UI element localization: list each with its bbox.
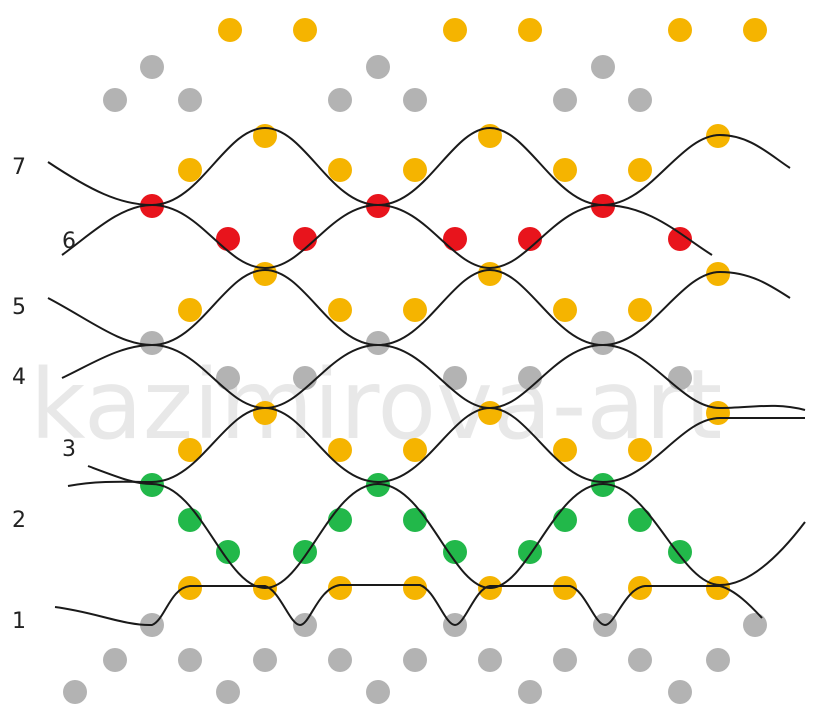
yellow-bead	[478, 124, 502, 148]
yellow-bead	[478, 262, 502, 286]
gray-bead	[366, 55, 390, 79]
yellow-bead	[478, 401, 502, 425]
yellow-bead	[706, 576, 730, 600]
yellow-bead	[218, 18, 242, 42]
gray-bead	[216, 680, 240, 704]
gray-bead	[293, 366, 317, 390]
red-bead	[216, 227, 240, 251]
thread-row-1	[54, 584, 763, 627]
yellow-bead	[403, 438, 427, 462]
yellow-bead	[628, 298, 652, 322]
gray-bead	[743, 613, 767, 637]
yellow-bead	[253, 262, 277, 286]
green-bead	[553, 508, 577, 532]
gray-bead	[628, 648, 652, 672]
yellow-bead	[403, 158, 427, 182]
gray-bead	[140, 55, 164, 79]
gray-bead	[216, 366, 240, 390]
yellow-bead	[328, 298, 352, 322]
yellow-bead	[743, 18, 767, 42]
yellow-bead	[553, 298, 577, 322]
gray-bead	[518, 680, 542, 704]
yellow-bead	[253, 401, 277, 425]
red-bead	[518, 227, 542, 251]
yellow-bead	[178, 576, 202, 600]
yellow-bead	[443, 18, 467, 42]
gray-bead	[591, 55, 615, 79]
gray-bead	[591, 331, 615, 355]
gray-bead	[178, 648, 202, 672]
thread-row-7	[47, 126, 791, 207]
row-label-2: 2	[12, 508, 26, 533]
gray-bead	[140, 331, 164, 355]
gray-bead	[293, 613, 317, 637]
thread-row-5	[47, 268, 791, 347]
thread-layer	[47, 126, 806, 627]
thread-row-3	[67, 406, 805, 487]
thread-row-6	[61, 203, 713, 270]
green-bead	[443, 540, 467, 564]
gray-bead	[706, 648, 730, 672]
yellow-bead	[553, 438, 577, 462]
gray-bead	[366, 680, 390, 704]
yellow-bead	[706, 262, 730, 286]
thread-row-4	[61, 343, 806, 411]
green-bead	[403, 508, 427, 532]
bead-layer	[63, 18, 767, 704]
gray-bead	[518, 366, 542, 390]
gray-bead	[63, 680, 87, 704]
gray-bead	[628, 88, 652, 112]
yellow-bead	[628, 158, 652, 182]
yellow-bead	[328, 576, 352, 600]
yellow-bead	[178, 298, 202, 322]
gray-bead	[403, 88, 427, 112]
yellow-bead	[253, 124, 277, 148]
gray-bead	[103, 648, 127, 672]
yellow-bead	[328, 158, 352, 182]
yellow-bead	[628, 438, 652, 462]
yellow-bead	[403, 298, 427, 322]
row-label-5: 5	[12, 295, 26, 320]
yellow-bead	[668, 18, 692, 42]
yellow-bead	[403, 576, 427, 600]
yellow-bead	[553, 158, 577, 182]
gray-bead	[443, 366, 467, 390]
green-bead	[628, 508, 652, 532]
green-bead	[328, 508, 352, 532]
gray-bead	[253, 648, 277, 672]
yellow-bead	[293, 18, 317, 42]
watermark-text: kazimirova-art	[30, 349, 722, 461]
row-label-7: 7	[12, 155, 26, 180]
yellow-bead	[178, 158, 202, 182]
gray-bead	[328, 648, 352, 672]
yellow-bead	[518, 18, 542, 42]
red-bead	[443, 227, 467, 251]
red-bead	[293, 227, 317, 251]
row-label-3: 3	[62, 437, 76, 462]
green-bead	[178, 508, 202, 532]
yellow-bead	[328, 438, 352, 462]
gray-bead	[478, 648, 502, 672]
gray-bead	[403, 648, 427, 672]
gray-bead	[366, 331, 390, 355]
red-bead	[668, 227, 692, 251]
thread-row-2	[87, 465, 806, 590]
gray-bead	[178, 88, 202, 112]
yellow-bead	[706, 401, 730, 425]
yellow-bead	[178, 438, 202, 462]
green-bead	[216, 540, 240, 564]
gray-bead	[328, 88, 352, 112]
gray-bead	[103, 88, 127, 112]
row-label-4: 4	[12, 365, 26, 390]
gray-bead	[668, 366, 692, 390]
green-bead	[668, 540, 692, 564]
gray-bead	[553, 88, 577, 112]
row-labels: 7 6 5 4 3 2 1	[12, 155, 76, 634]
yellow-bead	[553, 576, 577, 600]
gray-bead	[553, 648, 577, 672]
row-label-6: 6	[62, 229, 76, 254]
gray-bead	[668, 680, 692, 704]
row-label-1: 1	[12, 609, 26, 634]
